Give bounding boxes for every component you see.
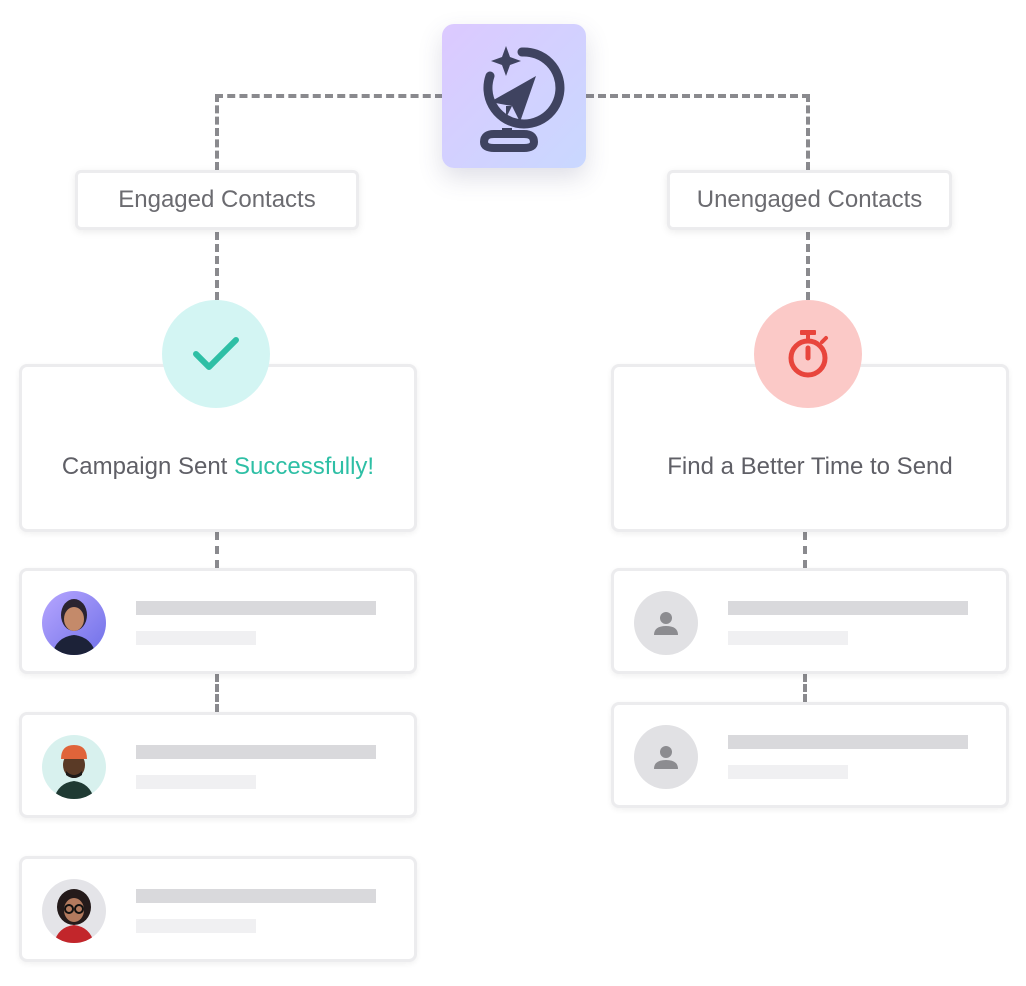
connector-right-pill-to-card <box>806 232 810 300</box>
placeholder-avatar <box>634 725 698 789</box>
unengaged-contacts-label: Unengaged Contacts <box>667 170 952 230</box>
contact-detail-placeholder <box>728 631 848 645</box>
contact-detail-placeholder <box>136 631 256 645</box>
contact-avatar-woman-glasses <box>42 879 106 943</box>
connector-left-contact1-to-2 <box>215 674 219 712</box>
campaign-success-card: Campaign Sent Successfully! <box>19 364 417 532</box>
unengaged-contact-card-2 <box>611 702 1009 808</box>
paper-plane-globe-icon <box>479 46 565 152</box>
engaged-contact-card-3 <box>19 856 417 962</box>
campaign-sent-text: Campaign Sent <box>61 453 235 480</box>
contact-detail-placeholder <box>136 775 256 789</box>
campaign-logo <box>442 24 586 168</box>
timer-badge <box>754 300 862 408</box>
contact-name-placeholder <box>728 735 968 749</box>
connector-top-right <box>586 94 810 98</box>
connector-right-card-to-contact <box>803 532 807 568</box>
contact-name-placeholder <box>136 889 376 903</box>
connector-right-to-pill <box>806 94 810 170</box>
contact-detail-placeholder <box>728 765 848 779</box>
connector-left-to-pill <box>215 94 219 170</box>
unengaged-contact-card-1 <box>611 568 1009 674</box>
contact-avatar-woman-purple <box>42 591 106 655</box>
campaign-success-text: Campaign Sent Successfully! <box>62 453 374 481</box>
connector-left-pill-to-card <box>215 232 219 300</box>
success-badge <box>162 300 270 408</box>
engaged-contact-card-2 <box>19 712 417 818</box>
stopwatch-icon <box>788 330 828 378</box>
contact-name-placeholder <box>728 601 968 615</box>
better-time-text: Find a Better Time to Send <box>667 453 953 480</box>
contact-avatar-man-beanie <box>42 735 106 799</box>
connector-top-left <box>215 94 443 98</box>
person-icon <box>654 612 678 635</box>
engaged-contact-card-1 <box>19 568 417 674</box>
person-icon <box>654 746 678 769</box>
connector-left-card-to-contact <box>215 532 219 568</box>
checkmark-icon <box>193 337 239 370</box>
engaged-contacts-label: Engaged Contacts <box>75 170 359 230</box>
connector-right-contact1-to-2 <box>803 674 807 702</box>
contact-name-placeholder <box>136 601 376 615</box>
successfully-text: Successfully! <box>234 453 375 480</box>
placeholder-avatar <box>634 591 698 655</box>
contact-detail-placeholder <box>136 919 256 933</box>
contact-name-placeholder <box>136 745 376 759</box>
